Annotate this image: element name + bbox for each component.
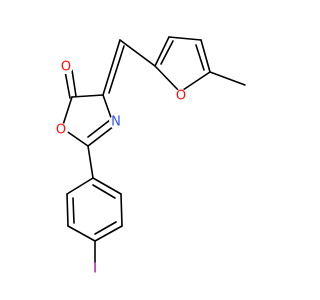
carbonyl-oxygen-label: O <box>61 60 71 75</box>
bond-c4-ch-a <box>102 39 121 96</box>
oxazolone-ring <box>61 94 115 147</box>
atom-label-iodine: I <box>89 262 101 277</box>
molecule-diagram: O O N O I <box>54 36 246 277</box>
carbonyl-double-bond <box>64 69 77 99</box>
atom-label-carbonyl-oxygen: O <box>59 60 73 75</box>
bond-fc4-fc5-inner <box>195 44 205 71</box>
bond-fc4-fc5 <box>200 39 211 73</box>
bond-n3-c2-inner <box>87 119 111 138</box>
bond-fc5-fo <box>179 71 211 93</box>
ring-nitrogen-label: N <box>111 115 121 130</box>
ring-oxygen-label: O <box>56 123 66 138</box>
bond-ph4-ph5 <box>94 225 123 242</box>
exocyclic-methylidene <box>102 39 156 96</box>
atom-label-ring-oxygen: O <box>54 123 68 138</box>
bond-c5-c4 <box>71 94 104 98</box>
bond-ph4-ph5-inner <box>94 221 117 235</box>
bond-n3-c2-outer <box>87 125 115 147</box>
bond-fc5-methyl <box>209 71 246 86</box>
bond-ph1-ph2 <box>66 177 94 195</box>
phenyl-ring <box>66 177 123 263</box>
bond-c5-o-b <box>71 69 77 97</box>
bond-c5-o1 <box>61 96 73 129</box>
furan-oxygen-label: O <box>176 89 186 104</box>
furan-ring <box>154 36 246 93</box>
bond-c2-phenyl <box>87 145 94 179</box>
bond-fc3-fc4 <box>168 36 202 41</box>
bond-ph6-ph1 <box>92 177 122 195</box>
bond-fc2-fc3-inner <box>160 40 174 65</box>
bond-fo-fc2 <box>154 65 181 93</box>
structure-drawing: O O N O I <box>54 36 246 277</box>
atom-label-furan-oxygen: O <box>174 89 188 104</box>
bond-c4-ch-b <box>108 45 125 94</box>
bond-ph6-ph1-inner <box>92 184 116 199</box>
bond-ch-furan <box>119 39 156 67</box>
bond-ph3-ph4 <box>67 225 96 242</box>
bond-ph2-ph3-inner <box>72 197 75 224</box>
bond-c5-o-a <box>64 70 71 99</box>
bond-ph5-ph6 <box>120 193 123 227</box>
iodine-label: I <box>93 262 97 277</box>
bond-fc2-fc3 <box>154 36 170 67</box>
atom-label-ring-nitrogen: N <box>109 115 123 130</box>
bond-ph2-ph3 <box>66 193 69 227</box>
